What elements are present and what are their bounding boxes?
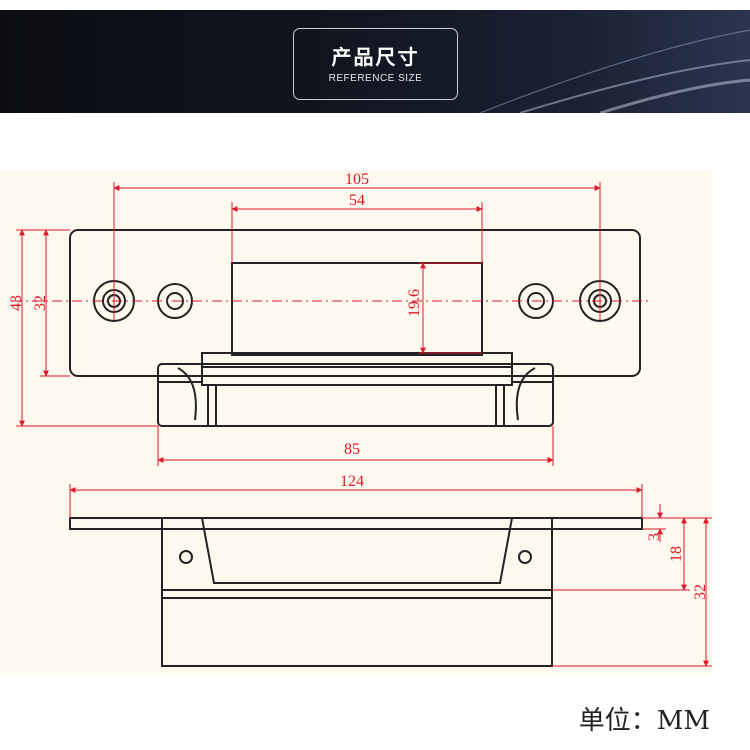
dim-inner-height: 19.6 [406, 289, 423, 317]
dim-plate-height: 43 [8, 295, 25, 311]
side-view [69, 517, 643, 667]
technical-drawing: 105 54 19.6 43 32 85 [8, 171, 712, 667]
mounting-plate-outline [69, 229, 641, 377]
drawing-area: 105 54 19.6 43 32 85 [0, 170, 712, 675]
dim-plate-inner-height: 32 [32, 295, 49, 311]
banner-swoosh-decoration [479, 29, 750, 113]
top-view-dimension-lines [16, 182, 601, 466]
side-inner-wedge [201, 517, 513, 584]
center-recess [231, 262, 483, 356]
side-view-dimension-lines [69, 484, 712, 667]
title-box: 产品尺寸 REFERENCE SIZE [293, 28, 458, 100]
header-banner: 产品尺寸 REFERENCE SIZE [0, 10, 750, 113]
dim-inner-width: 54 [349, 192, 365, 209]
side-hole-left [179, 550, 193, 564]
strike-body [157, 363, 554, 427]
dim-total-height: 32 [692, 584, 709, 600]
strike-lip [201, 352, 513, 386]
top-view [69, 229, 641, 427]
side-hole-right [518, 550, 532, 564]
dim-plate-thickness: 3 [646, 533, 663, 541]
side-plate [69, 517, 643, 530]
dim-overall-length: 124 [340, 473, 364, 490]
dim-body-width: 85 [344, 441, 360, 458]
side-lower-body [161, 590, 553, 667]
page-subtitle: REFERENCE SIZE [328, 73, 423, 84]
page-title: 产品尺寸 [331, 45, 420, 69]
dim-upper-height: 18 [668, 546, 685, 562]
dim-overall-hole-span: 105 [345, 171, 369, 188]
side-upper-body [161, 517, 553, 591]
unit-label: 单位：MM [578, 706, 710, 736]
